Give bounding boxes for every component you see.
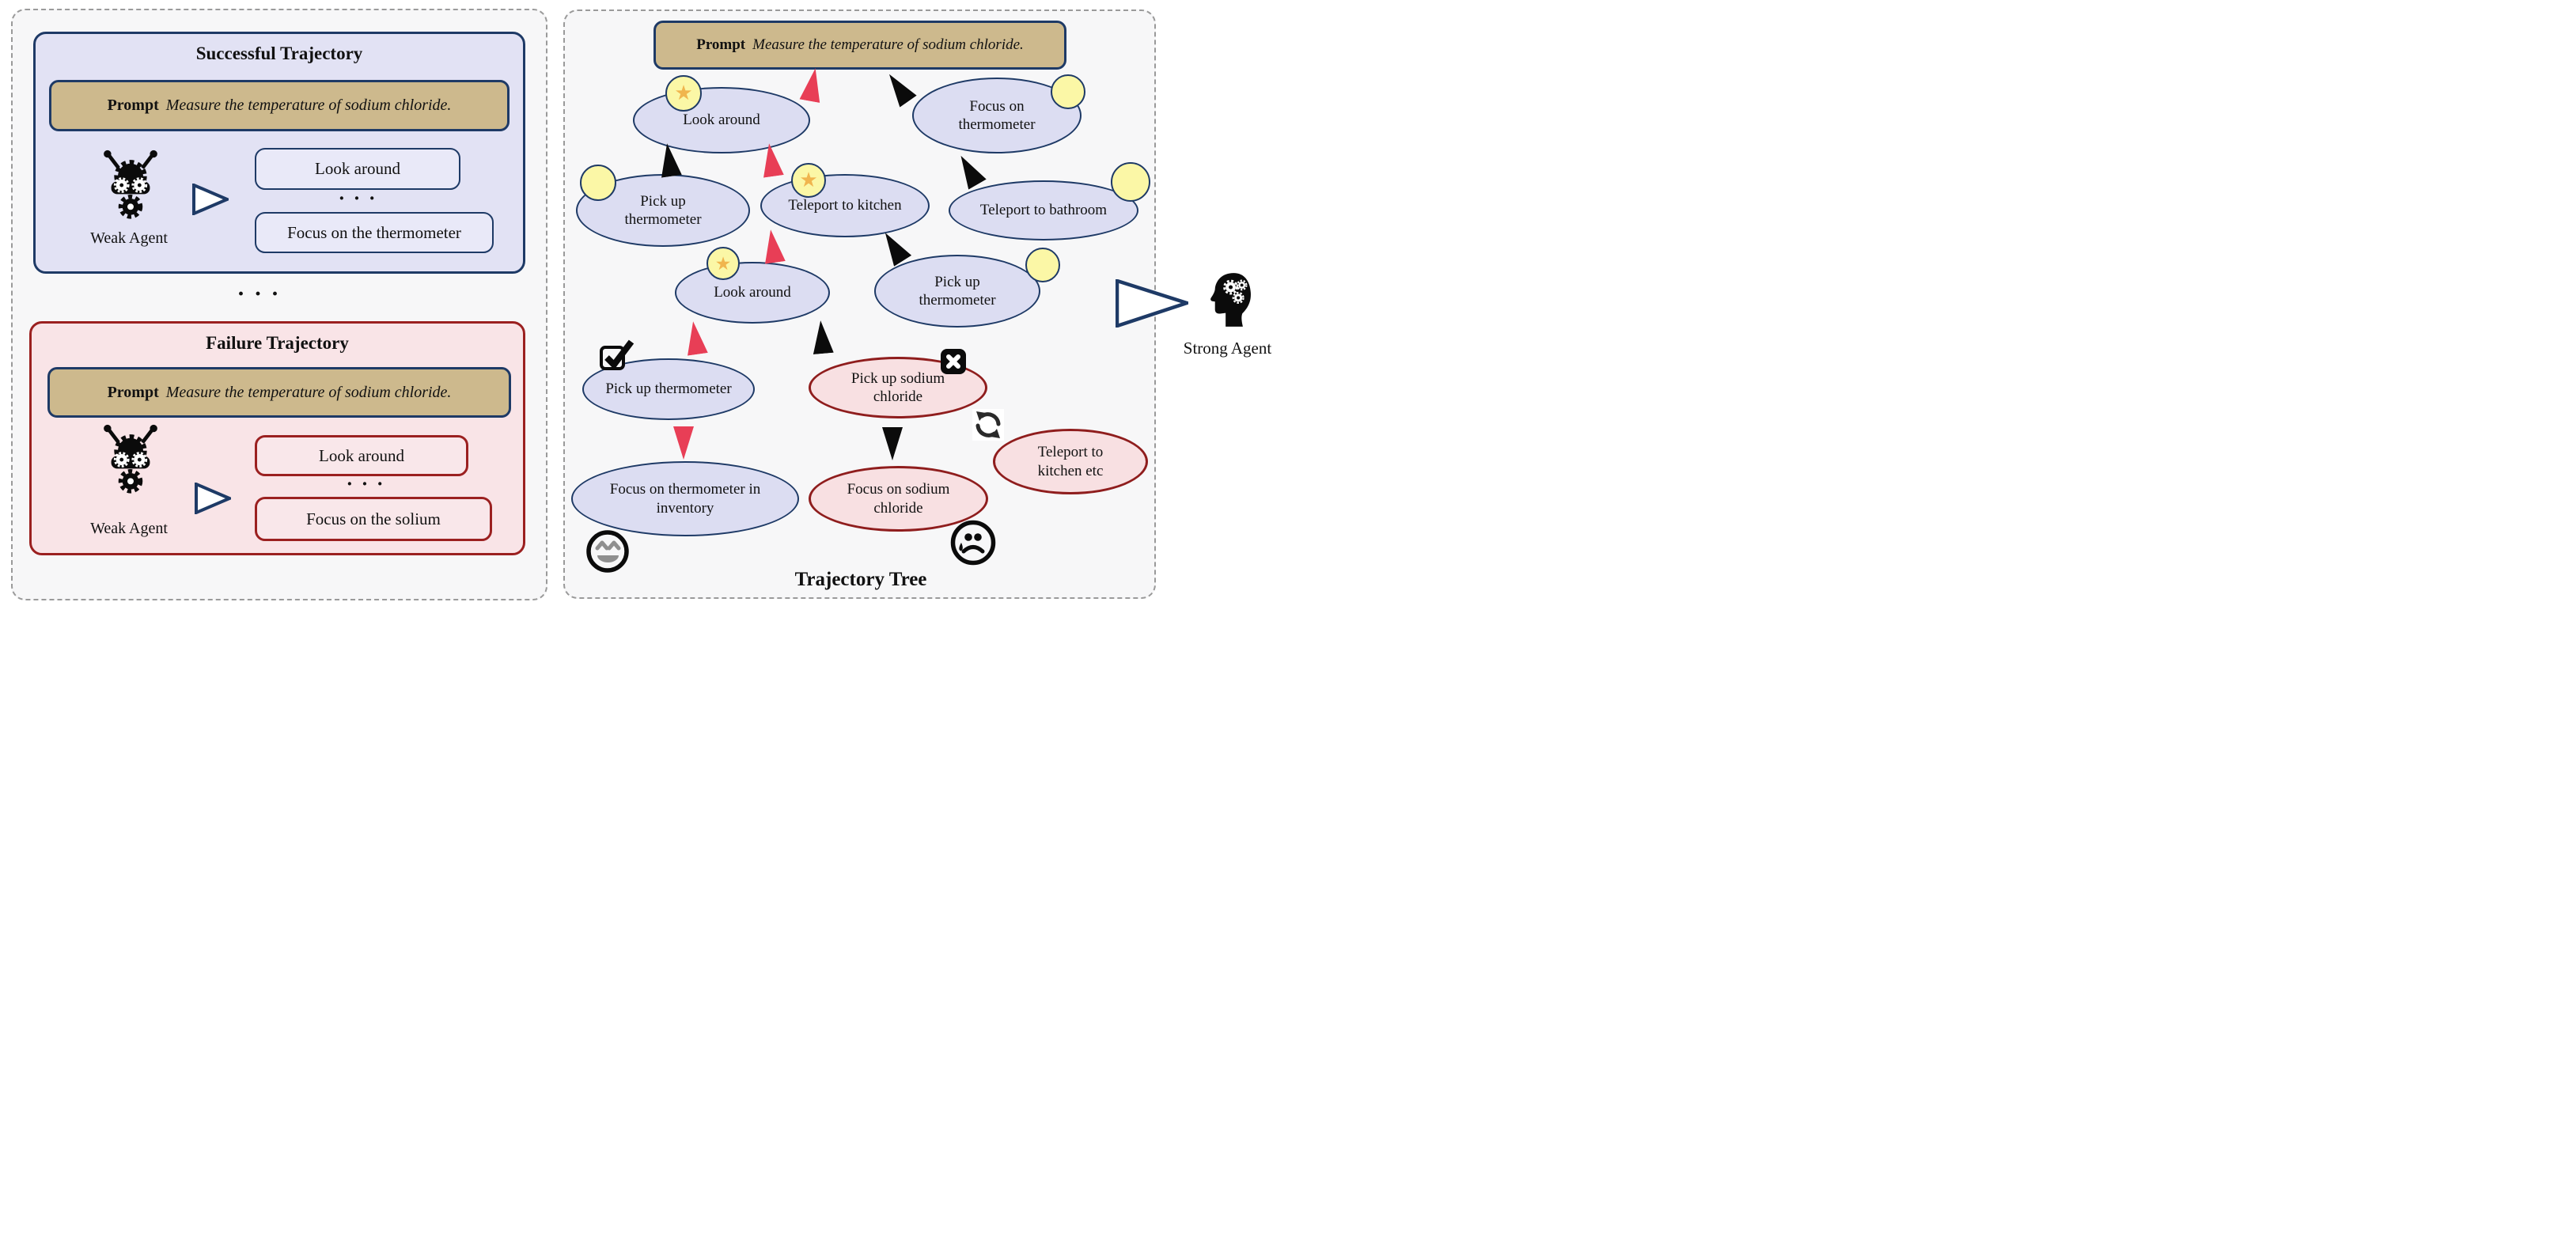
edge-arrow-black bbox=[882, 427, 903, 460]
play-triangle-icon bbox=[1115, 278, 1193, 329]
node-label: Focus on thermometer bbox=[958, 97, 1036, 133]
node-label: Pick up thermometer bbox=[605, 381, 732, 398]
failure-prompt-box: Prompt Measure the temperature of sodium… bbox=[47, 367, 511, 418]
edge-arrow-black bbox=[952, 150, 987, 190]
step-label: Focus on the thermometer bbox=[287, 222, 461, 242]
edge-arrow-red bbox=[760, 228, 786, 264]
laughing-face-icon bbox=[585, 529, 630, 574]
weak-agent-robot-icon bbox=[93, 422, 168, 499]
node-focus-on-sodium-chloride: Focus on sodium chloride bbox=[809, 466, 988, 532]
reward-badge bbox=[1111, 162, 1150, 202]
crying-face-icon bbox=[949, 519, 997, 566]
prompt-label: Prompt bbox=[107, 97, 159, 114]
successful-trajectory-title: Successful Trajectory bbox=[195, 44, 363, 63]
edge-arrow-red bbox=[759, 142, 784, 178]
edge-arrow-black bbox=[657, 142, 682, 178]
node-label: Teleport to kitchen etc bbox=[1037, 444, 1104, 479]
reward-badge bbox=[580, 165, 616, 201]
node-label: Focus on sodium chloride bbox=[847, 481, 950, 517]
node-label: Teleport to kitchen bbox=[788, 197, 902, 214]
edge-arrow-red bbox=[683, 320, 708, 356]
success-ellipsis: · · · bbox=[338, 187, 377, 210]
success-step-look-around: Look around bbox=[255, 148, 460, 190]
prompt-label: Prompt bbox=[107, 383, 159, 401]
trajectory-tree-title: Trajectory Tree bbox=[794, 569, 927, 590]
node-teleport-to-kitchen-etc: Teleport to kitchen etc bbox=[993, 429, 1148, 494]
edge-arrow-black bbox=[881, 68, 917, 108]
play-triangle-icon bbox=[195, 481, 234, 516]
step-label: Focus on the solium bbox=[306, 509, 441, 528]
failure-step-focus-solium: Focus on the solium bbox=[255, 497, 492, 541]
node-focus-on-thermometer-in-inventory: Focus on thermometer in inventory bbox=[571, 461, 799, 536]
node-label: Focus on thermometer in inventory bbox=[609, 481, 761, 517]
refresh-cycle-icon bbox=[972, 409, 1004, 441]
star-reward-badge: ★ bbox=[791, 163, 826, 198]
node-teleport-to-bathroom: Teleport to bathroom bbox=[949, 180, 1138, 240]
reward-badge bbox=[1051, 74, 1085, 109]
node-label: Look around bbox=[683, 112, 760, 129]
edge-arrow-red bbox=[673, 426, 694, 460]
prompt-text: Measure the temperature of sodium chlori… bbox=[165, 97, 452, 114]
star-reward-badge: ★ bbox=[707, 247, 740, 280]
failure-trajectory-title: Failure Trajectory bbox=[206, 333, 349, 353]
prompt-text: Measure the temperature of sodium chlori… bbox=[165, 383, 452, 401]
edge-arrow-black bbox=[877, 227, 912, 267]
play-triangle-icon bbox=[192, 182, 232, 217]
step-label: Look around bbox=[319, 445, 404, 465]
tree-prompt-box: Prompt Measure the temperature of sodium… bbox=[653, 21, 1066, 70]
prompt-text: Measure the temperature of sodium chlori… bbox=[752, 36, 1024, 53]
node-look-around-1: Look around bbox=[633, 87, 810, 153]
black-square-x-icon bbox=[941, 349, 966, 374]
failure-step-look-around: Look around bbox=[255, 435, 468, 476]
head-with-gears-icon bbox=[1203, 270, 1254, 330]
node-look-around-2: Look around bbox=[675, 262, 830, 324]
edge-arrow-black bbox=[810, 320, 834, 355]
node-label: Teleport to bathroom bbox=[979, 202, 1108, 219]
weak-agent-label: Weak Agent bbox=[90, 520, 168, 537]
figure-canvas: Successful Trajectory Prompt Measure the… bbox=[0, 0, 1288, 621]
weak-agent-label: Weak Agent bbox=[90, 229, 168, 247]
failure-ellipsis: · · · bbox=[346, 472, 385, 495]
node-teleport-to-kitchen: Teleport to kitchen bbox=[760, 174, 930, 237]
star-reward-badge: ★ bbox=[665, 75, 702, 112]
prompt-label: Prompt bbox=[696, 36, 746, 53]
success-step-focus-thermometer: Focus on the thermometer bbox=[255, 212, 494, 253]
node-label: Pick up thermometer bbox=[624, 192, 702, 228]
trajectories-ellipsis: · · · bbox=[237, 281, 281, 307]
success-prompt-box: Prompt Measure the temperature of sodium… bbox=[49, 80, 510, 131]
node-label: Look around bbox=[714, 284, 791, 301]
edge-arrow-red bbox=[799, 66, 826, 103]
node-label: Pick up sodium chloride bbox=[850, 369, 945, 405]
reward-badge bbox=[1025, 248, 1060, 282]
weak-agent-robot-icon bbox=[93, 147, 168, 225]
strong-agent-label: Strong Agent bbox=[1183, 339, 1272, 358]
node-label: Pick up thermometer bbox=[919, 273, 996, 309]
node-pick-up-thermometer-b: Pick up thermometer bbox=[874, 255, 1040, 328]
checkbox-checkmark-icon bbox=[600, 339, 635, 371]
step-label: Look around bbox=[315, 159, 400, 178]
